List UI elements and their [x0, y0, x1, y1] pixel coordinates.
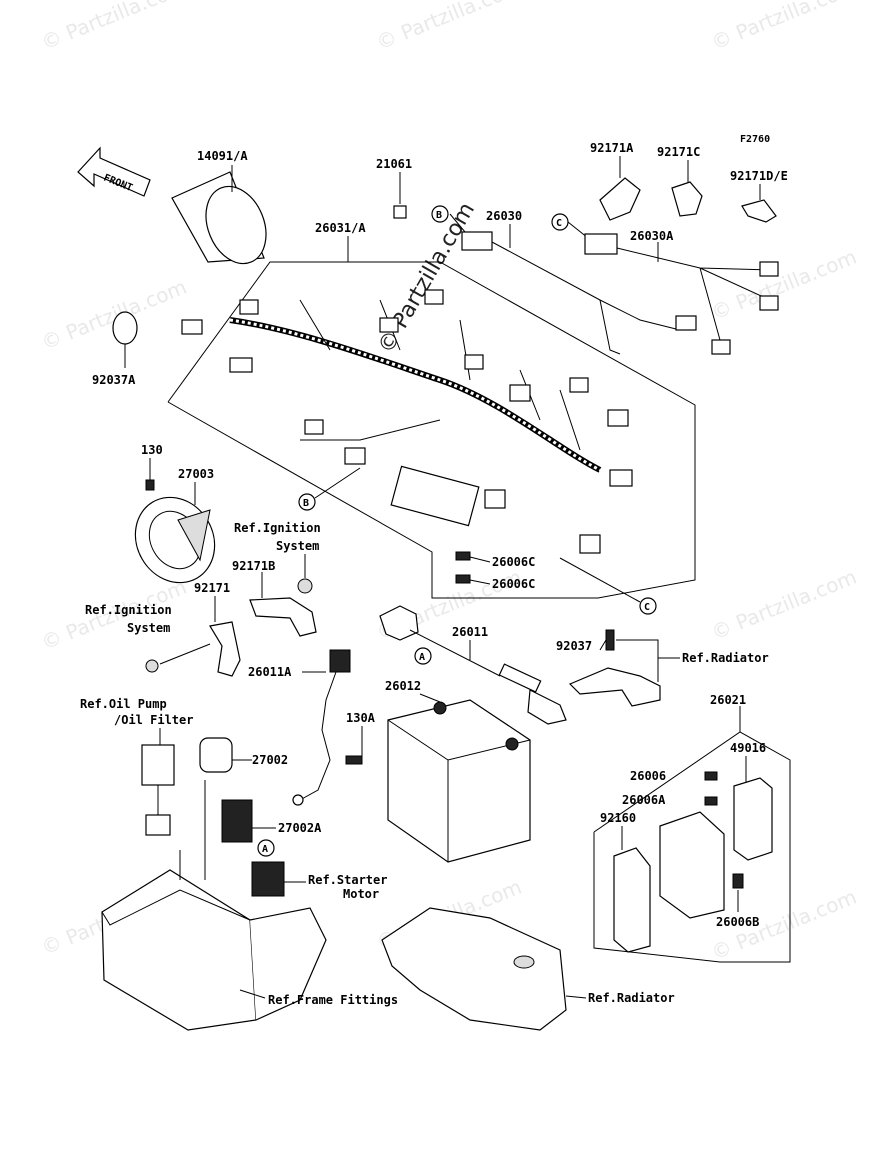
ref-radiator-1: Ref.Radiator: [682, 651, 769, 665]
diagram-code: F2760: [740, 134, 770, 145]
connector-marker-B-bottom: B: [298, 467, 361, 511]
watermark: © Partzilla.com: [708, 245, 860, 325]
callout-26006B: 26006B: [716, 915, 759, 929]
callout-26011: 26011: [452, 625, 488, 639]
svg-text:A: A: [419, 652, 425, 663]
callout-26006A: 26006A: [622, 793, 666, 807]
ref-oilpump-line2: /Oil Filter: [114, 713, 193, 727]
part-92171B[interactable]: [249, 572, 317, 637]
part-26030A[interactable]: [567, 221, 779, 355]
part-26012-battery[interactable]: [387, 693, 531, 863]
watermark: © Partzilla.com: [708, 0, 860, 55]
callout-92037A: 92037A: [92, 373, 136, 387]
svg-text:B: B: [303, 498, 309, 509]
part-21061[interactable]: [393, 172, 407, 219]
svg-text:C: C: [644, 602, 650, 613]
watermark: © Partzilla.com: [373, 0, 525, 55]
part-starter-relay[interactable]: [251, 861, 306, 897]
callout-92171A: 92171A: [590, 141, 634, 155]
callout-26030A: 26030A: [630, 229, 674, 243]
part-26021[interactable]: [593, 706, 791, 963]
part-battery-case[interactable]: [101, 780, 327, 1031]
part-92171A[interactable]: [599, 156, 641, 221]
part-26006C[interactable]: [455, 551, 491, 585]
part-26031-harness[interactable]: [167, 236, 696, 599]
callout-27002A: 27002A: [278, 821, 322, 835]
connector-marker-B-top: B: [431, 205, 449, 223]
watermark: © Partzilla.com: [38, 275, 190, 355]
part-27002A[interactable]: [221, 799, 276, 843]
ref-ignition-2-line2: System: [127, 621, 170, 635]
callout-26006: 26006: [630, 769, 666, 783]
part-26006-fuses[interactable]: [704, 756, 747, 889]
svg-text:A: A: [262, 844, 268, 855]
callout-92171: 92171: [194, 581, 230, 595]
part-26011A[interactable]: [292, 649, 351, 806]
watermark: © Partzilla.com: [708, 565, 860, 645]
part-92171C[interactable]: [671, 160, 703, 217]
part-14091[interactable]: [171, 165, 277, 273]
callout-27003: 27003: [178, 467, 214, 481]
part-reservoir[interactable]: [381, 907, 587, 1031]
callout-26006C-1: 26006C: [492, 555, 535, 569]
ref-starter-line1: Ref.Starter: [308, 873, 387, 887]
callout-130: 130: [141, 443, 163, 457]
callout-26031: 26031/A: [315, 221, 366, 235]
callout-26030: 26030: [486, 209, 522, 223]
callout-49016: 49016: [730, 741, 766, 755]
part-92171[interactable]: [145, 596, 241, 677]
svg-text:B: B: [436, 210, 442, 221]
callout-26021: 26021: [710, 693, 746, 707]
ref-ignition-1-line1: Ref.Ignition: [234, 521, 321, 535]
ref-radiator-2: Ref.Radiator: [588, 991, 675, 1005]
callout-92171C: 92171C: [657, 145, 700, 159]
ref-oilpump-line1: Ref.Oil Pump: [80, 697, 167, 711]
callout-92037: 92037: [556, 639, 592, 653]
callout-130A: 130A: [346, 711, 376, 725]
watermark: © Partzilla.com: [38, 0, 190, 55]
part-26030[interactable]: [449, 213, 697, 355]
ref-ignition-2-line1: Ref.Ignition: [85, 603, 172, 617]
connector-marker-A-top: A: [414, 647, 432, 665]
callout-92171DE: 92171D/E: [730, 169, 788, 183]
connector-marker-A-bottom: A: [257, 839, 275, 857]
callout-26011A: 26011A: [248, 665, 292, 679]
part-27003-horn[interactable]: [120, 458, 230, 597]
callout-21061: 21061: [376, 157, 412, 171]
part-27002[interactable]: [199, 737, 252, 773]
center-watermark: © Partzilla.com: [374, 198, 481, 358]
part-oilpump-relay[interactable]: [141, 744, 175, 836]
callout-92160: 92160: [600, 811, 636, 825]
callout-26006C-2: 26006C: [492, 577, 535, 591]
front-arrow-icon: FRONT: [77, 146, 151, 197]
part-92037[interactable]: [568, 629, 680, 707]
ref-ignition-1-line2: System: [276, 539, 319, 553]
part-92171DE[interactable]: [741, 184, 777, 223]
callout-14091: 14091/A: [197, 149, 248, 163]
callout-26012: 26012: [385, 679, 421, 693]
connector-marker-C-top: C: [551, 213, 569, 231]
callout-27002: 27002: [252, 753, 288, 767]
part-26011[interactable]: [379, 605, 567, 725]
svg-text:C: C: [556, 218, 562, 229]
callout-92171B: 92171B: [232, 559, 275, 573]
ref-frame-fittings: Ref.Frame Fittings: [268, 993, 398, 1007]
ref-starter-line2: Motor: [343, 887, 379, 901]
part-92037A[interactable]: [112, 311, 138, 368]
connector-marker-C-bottom: C: [559, 557, 657, 615]
part-130A[interactable]: [345, 726, 363, 765]
